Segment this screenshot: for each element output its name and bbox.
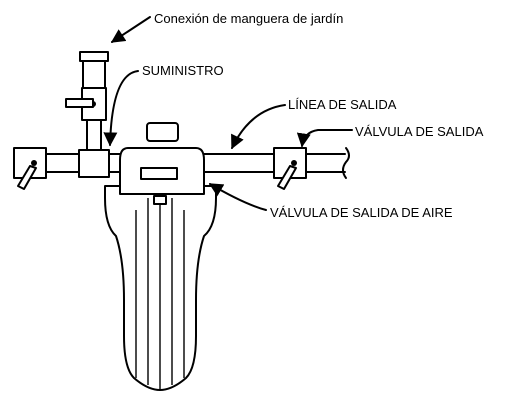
- air-release-valve-label: VÁLVULA DE SALIDA DE AIRE: [270, 205, 453, 220]
- supply-arrow: [103, 70, 139, 147]
- garden-hose-label: Conexión de manguera de jardín: [154, 11, 343, 26]
- filter-head: [119, 122, 205, 195]
- outlet-line-label: LÍNEA DE SALIDA: [288, 97, 397, 112]
- supply-label: SUMINISTRO: [142, 63, 224, 78]
- outlet-valve-label: VÁLVULA DE SALIDA: [355, 124, 484, 139]
- filter-bowl: [104, 185, 217, 391]
- hose-connection-valve: [65, 51, 109, 121]
- outlet-line-arrow: [231, 104, 286, 150]
- air-release-arrow: [208, 183, 267, 211]
- inlet-pipe: [45, 153, 121, 173]
- pipe-break-symbol: [342, 147, 350, 179]
- outlet-valve: [273, 147, 307, 190]
- hose-arrow: [110, 16, 151, 43]
- outlet-valve-arrow: [296, 129, 353, 148]
- inlet-valve: [13, 147, 47, 190]
- outlet-pipe: [203, 147, 350, 179]
